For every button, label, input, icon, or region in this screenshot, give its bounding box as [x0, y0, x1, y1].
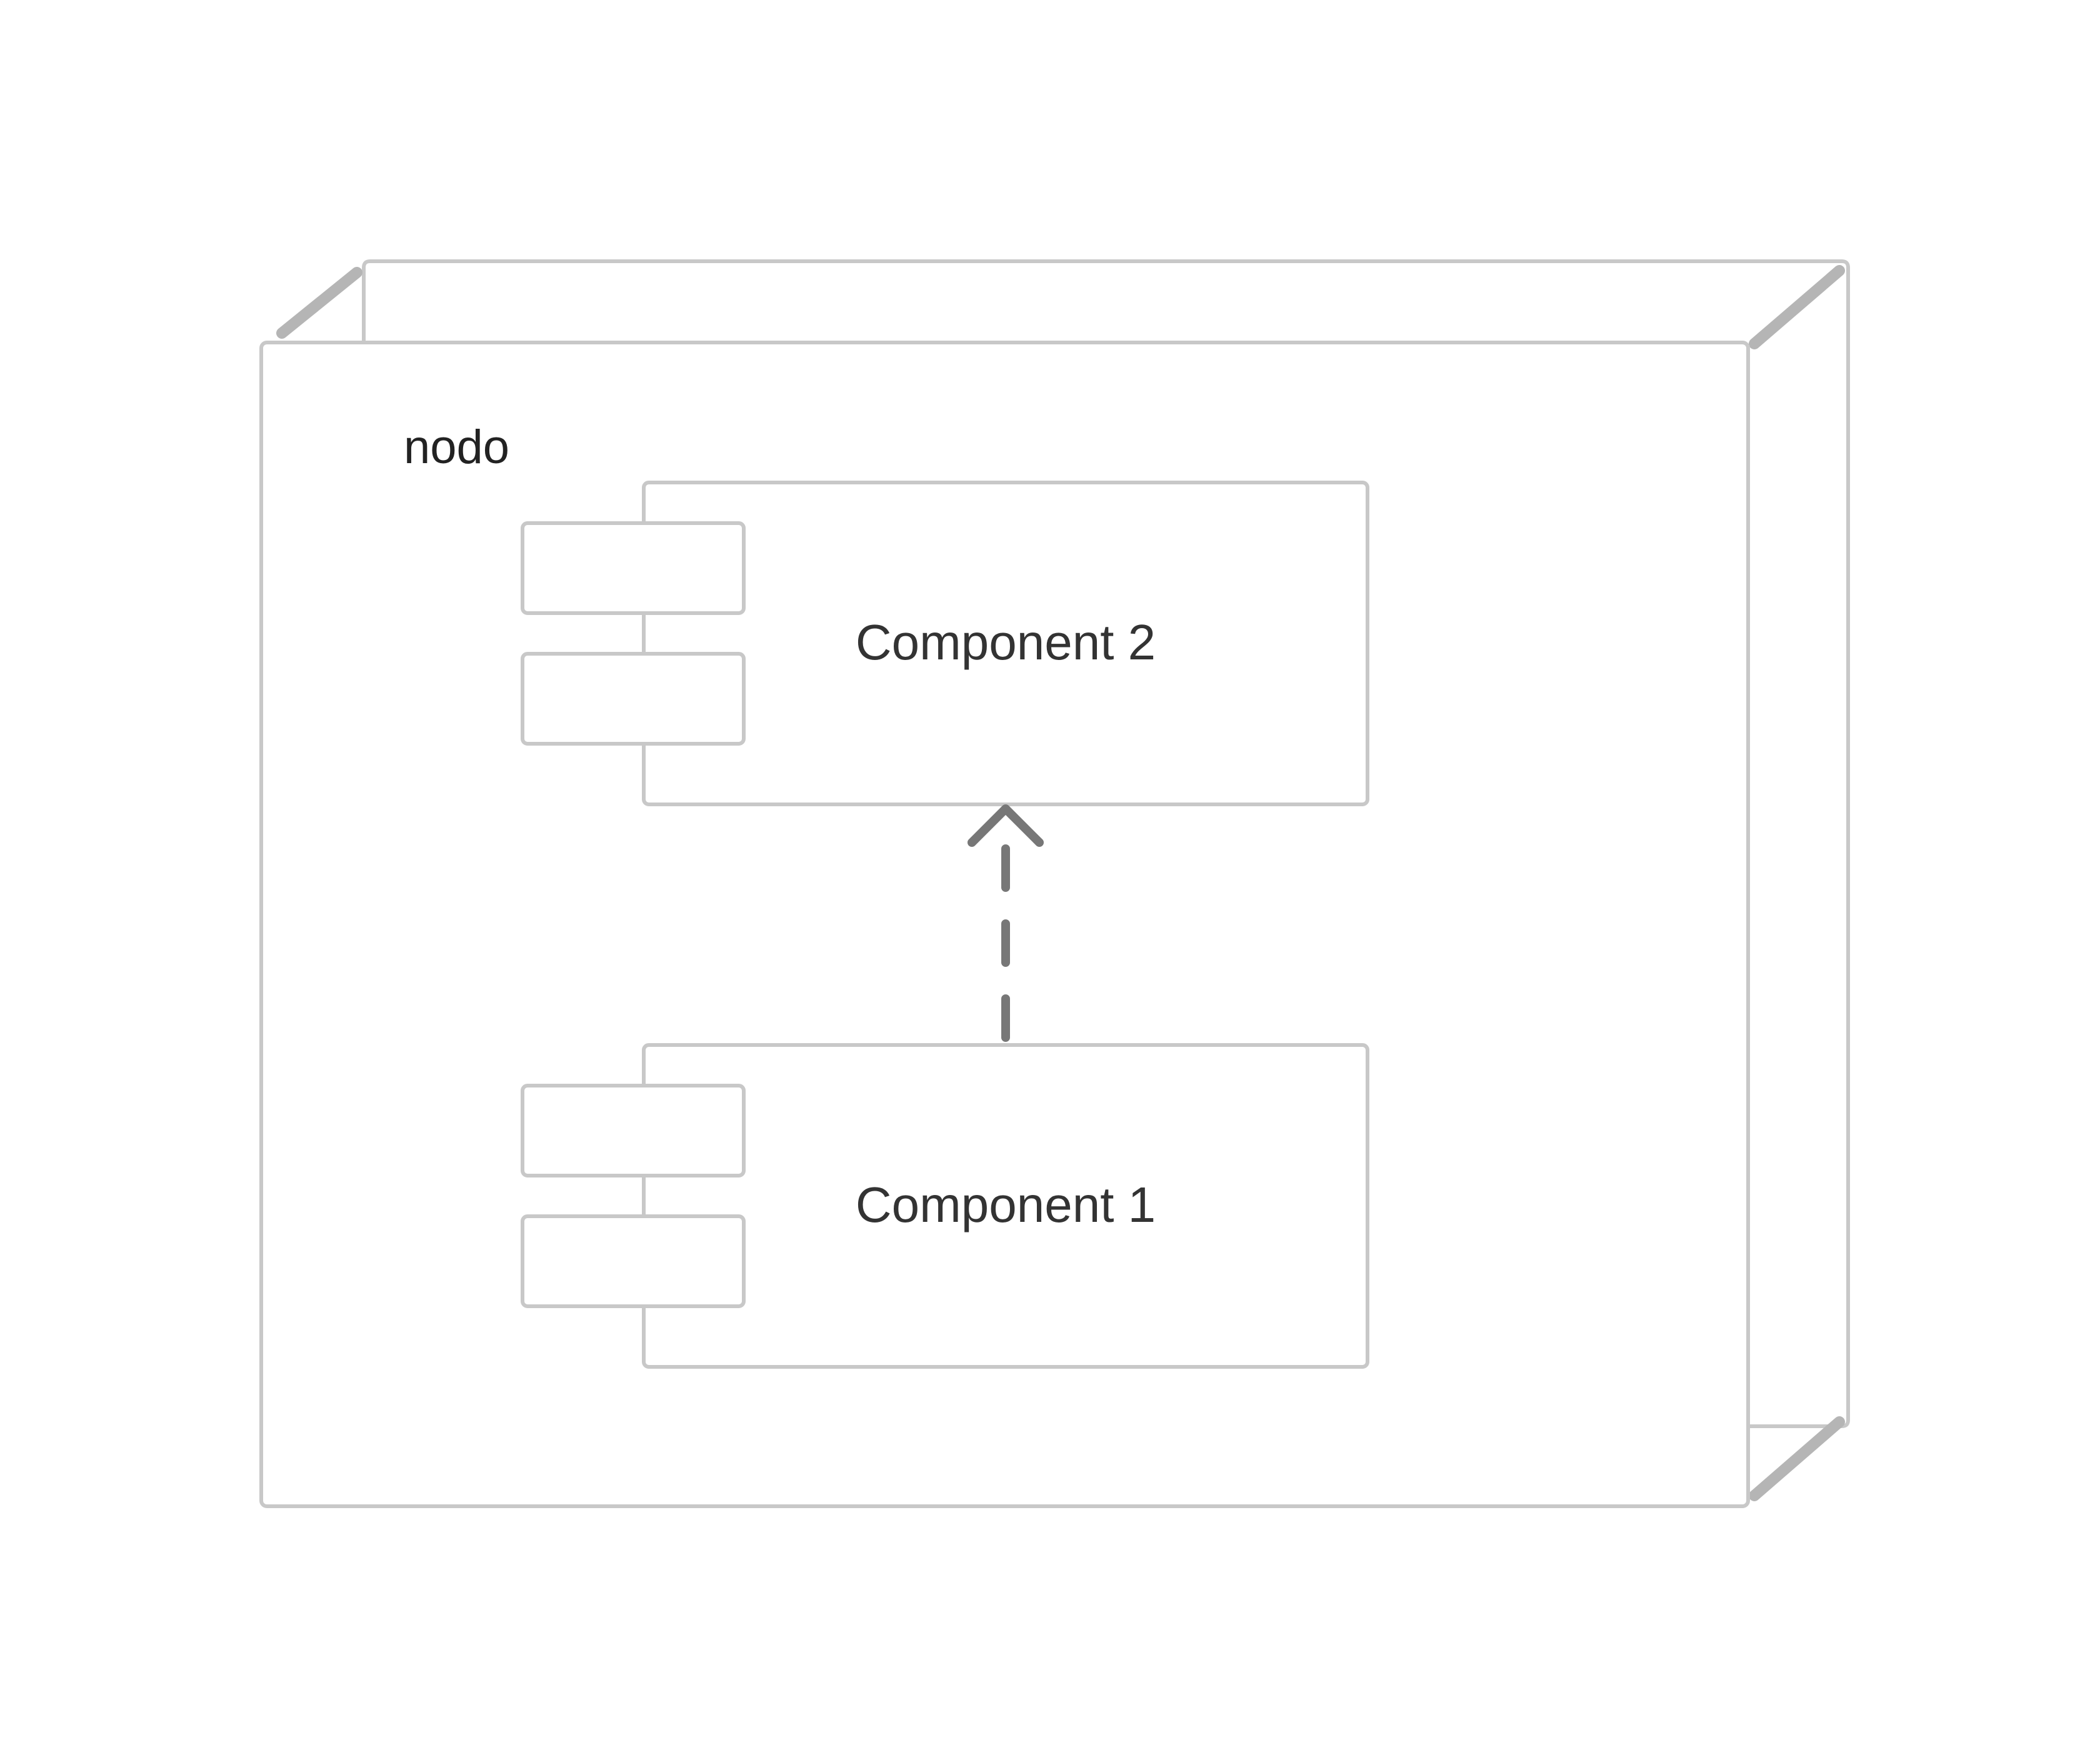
- component-1-port-bottom: [521, 1214, 746, 1308]
- dependency-arrow[interactable]: [968, 804, 1044, 1042]
- component-1-body: [642, 1043, 1369, 1369]
- node-corner-edge-top-right: [1749, 265, 1845, 349]
- node-corner-edge-top-left: [276, 267, 362, 339]
- component-1-port-top: [521, 1084, 746, 1178]
- component-2-label: Component 2: [856, 614, 1156, 670]
- component-1-label: Component 1: [856, 1177, 1156, 1232]
- dependency-arrowhead: [968, 804, 1044, 847]
- component-2-port-bottom: [521, 652, 746, 746]
- component-2-port-top: [521, 521, 746, 615]
- component-2[interactable]: Component 2: [521, 481, 1369, 806]
- component-1[interactable]: Component 1: [521, 1043, 1369, 1369]
- node-label: nodo: [404, 421, 509, 474]
- node-corner-edge-bottom-right: [1749, 1416, 1845, 1501]
- node-back-face: [362, 259, 1850, 1428]
